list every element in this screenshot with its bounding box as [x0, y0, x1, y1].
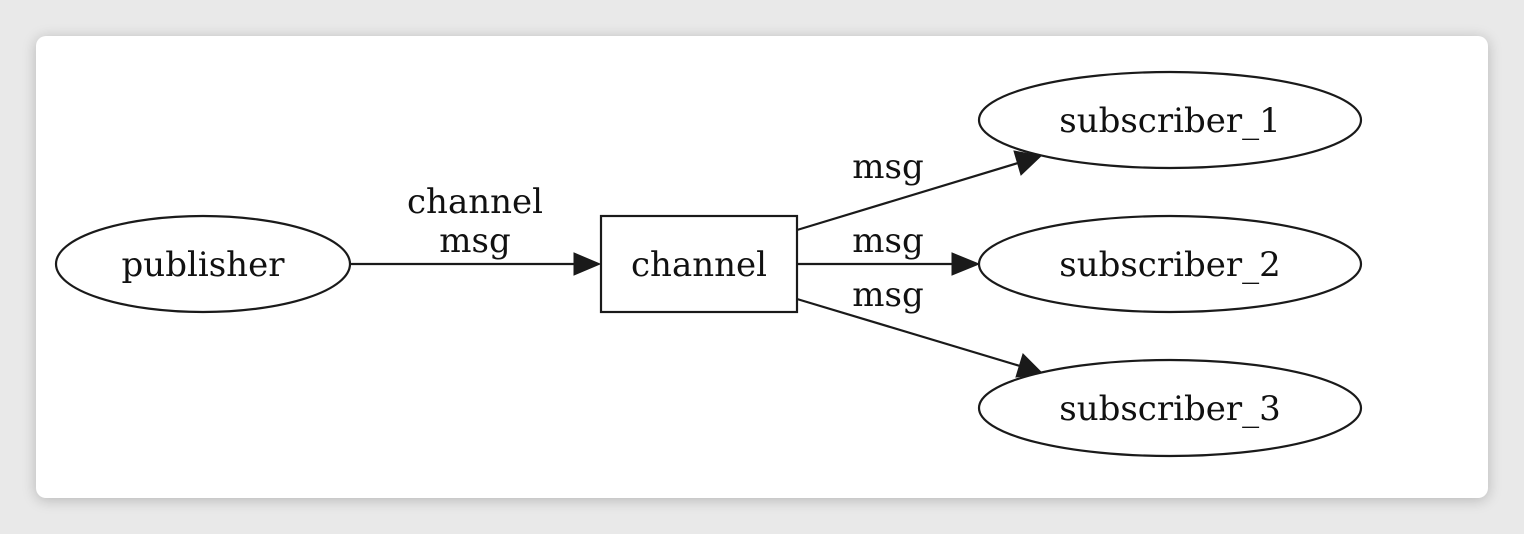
edge-channel-to-subscriber-1	[796, 150, 1043, 232]
node-label-subscriber-2: subscriber_2	[1059, 245, 1281, 285]
edge-label-publisher-channel-line2: msg	[439, 221, 510, 261]
edge-publisher-to-channel	[350, 252, 602, 276]
arrowhead-icon	[573, 252, 602, 276]
node-subscriber-1: subscriber_1	[977, 70, 1363, 170]
edge-channel-to-subscriber-3	[796, 297, 1045, 378]
arrowhead-icon	[1013, 150, 1043, 176]
edge-channel-to-subscriber-2	[797, 252, 981, 276]
node-subscriber-3: subscriber_3	[977, 358, 1363, 458]
edge-label-channel-subscriber-1: msg	[852, 147, 923, 187]
node-publisher: publisher	[54, 214, 352, 314]
arrowhead-icon	[951, 252, 981, 276]
edge-label-channel-subscriber-3: msg	[852, 275, 923, 315]
edge-label-channel-subscriber-2: msg	[852, 221, 923, 261]
node-label-subscriber-3: subscriber_3	[1059, 389, 1281, 429]
node-label-publisher: publisher	[122, 245, 286, 285]
node-channel: channel	[599, 214, 799, 314]
node-label-subscriber-1: subscriber_1	[1059, 101, 1281, 141]
edge-label-publisher-channel-line1: channel	[407, 182, 543, 222]
node-label-channel: channel	[631, 245, 767, 285]
node-subscriber-2: subscriber_2	[977, 214, 1363, 314]
